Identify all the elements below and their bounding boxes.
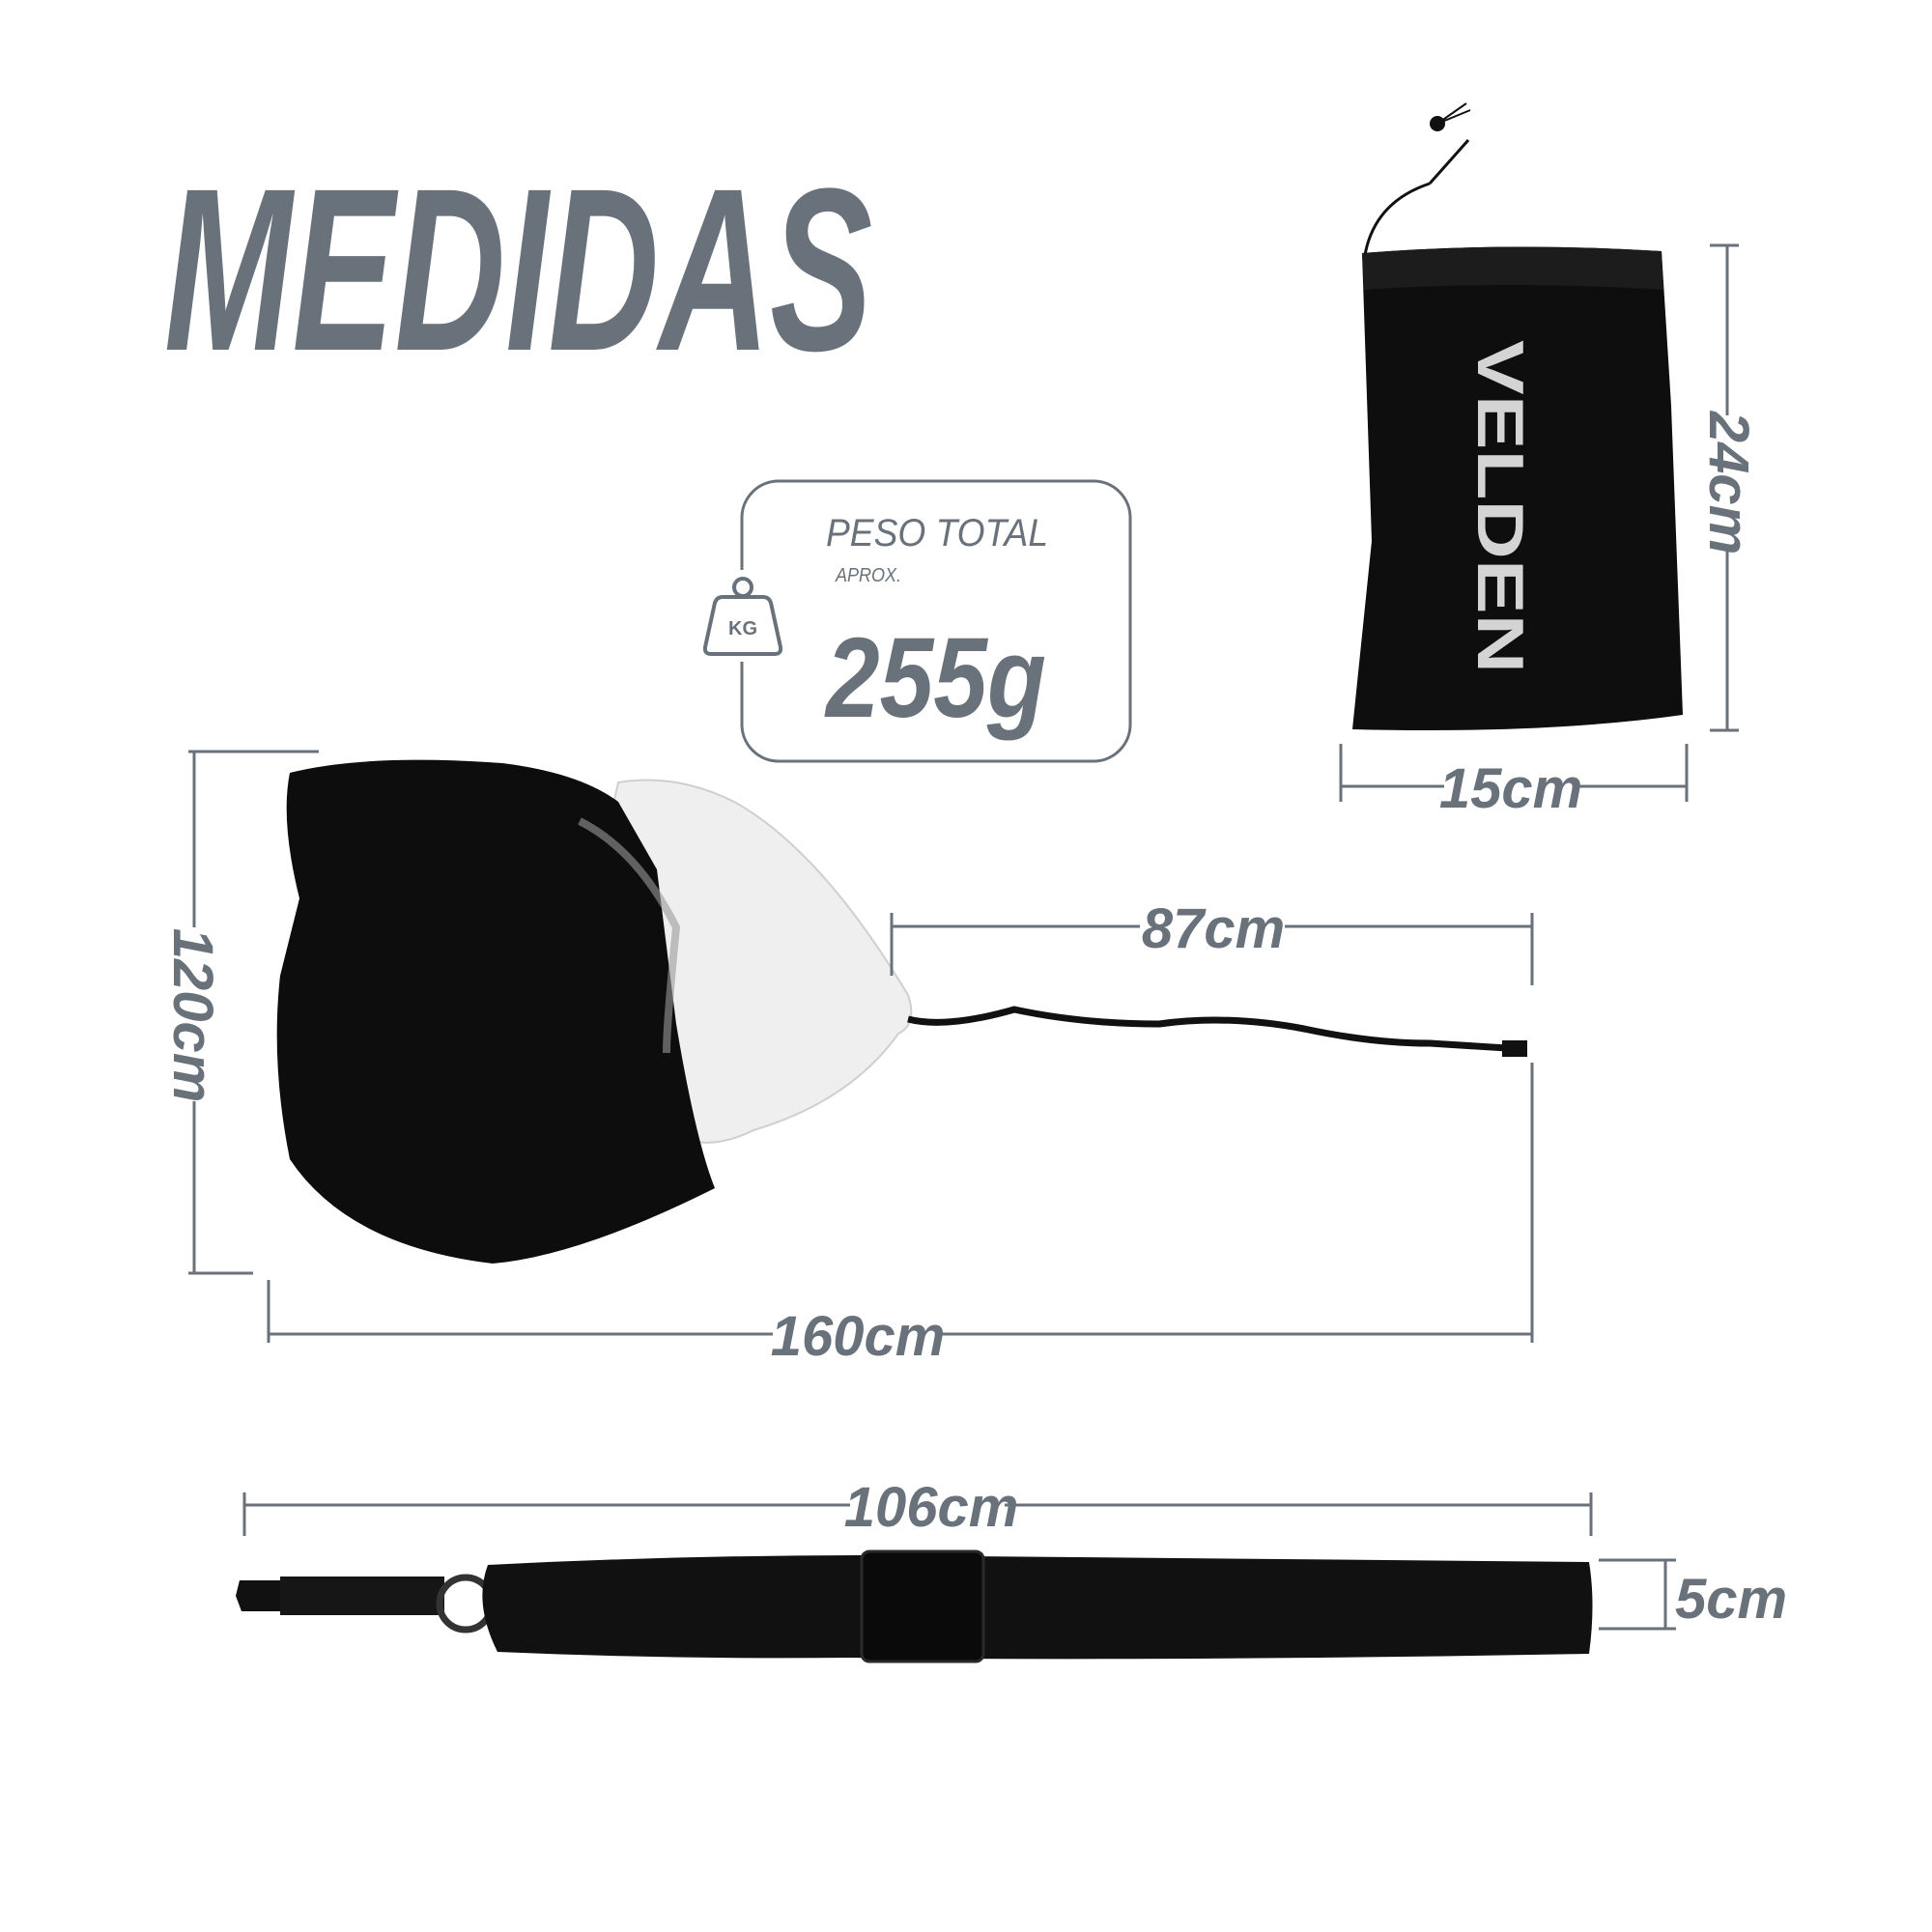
parachute-image — [276, 759, 1527, 1264]
parachute-cord-length-dimension: 87cm — [890, 897, 1534, 985]
kg-weight-icon: KG — [702, 577, 783, 656]
bag-height-dimension: 24cm — [1697, 243, 1760, 732]
weight-label: PESO TOTAL — [826, 512, 1048, 554]
parachute-height-dimension: 120cm — [161, 750, 319, 1275]
belt-length-label: 106cm — [844, 1476, 1019, 1539]
bag-width-dimension: 15cm — [1339, 744, 1689, 820]
parachute-cord-length-label: 87cm — [1142, 897, 1285, 960]
drawstring-bag-image: VELDEN — [1352, 102, 1683, 731]
bag-width-label: 15cm — [1439, 757, 1582, 820]
kg-icon-text: KG — [728, 618, 757, 639]
belt-length-dimension: 106cm — [242, 1476, 1593, 1539]
belt-width-dimension: 5cm — [1599, 1558, 1787, 1631]
parachute-height-label: 120cm — [161, 928, 224, 1103]
waist-belt-image — [236, 1549, 1593, 1663]
parachute-total-length-dimension: 160cm — [267, 1063, 1534, 1368]
weight-value: 255g — [824, 614, 1046, 742]
bag-brand-logo: VELDEN — [1463, 340, 1537, 673]
weight-box: KG PESO TOTAL APROX. 255g — [700, 479, 1132, 763]
weight-prefix: APROX. — [835, 565, 901, 586]
bag-height-label: 24cm — [1697, 411, 1760, 554]
page-title: MEDIDAS — [164, 140, 872, 400]
belt-width-label: 5cm — [1675, 1568, 1787, 1631]
parachute-total-length-label: 160cm — [771, 1305, 946, 1368]
